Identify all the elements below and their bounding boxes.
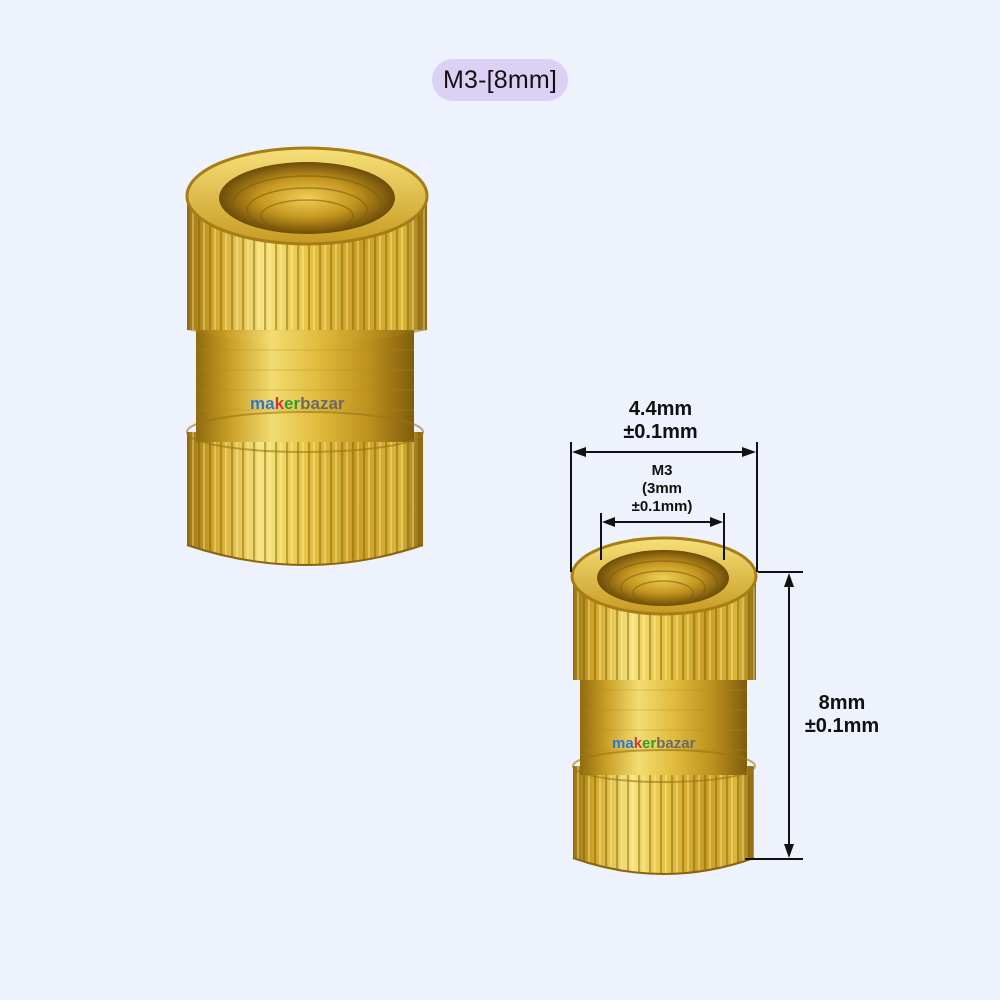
height-value: 8mm	[818, 692, 866, 714]
watermark-logo-small: makerbazar	[612, 735, 696, 752]
large-brass-insert: makerbazar	[185, 146, 429, 566]
dimension-lines	[570, 442, 803, 860]
inner-thread-size: (3mm	[641, 480, 682, 497]
watermark-logo-large: makerbazar	[250, 394, 345, 413]
small-brass-insert: makerbazar	[570, 536, 758, 875]
title-text: M3-[8mm]	[442, 65, 558, 94]
outer-diameter-value: 4.4mm	[628, 398, 693, 420]
inner-thread-label: M3 (3mm ±0.1mm)	[600, 462, 724, 516]
inner-thread-name: M3	[651, 462, 673, 479]
outer-diameter-label: 4.4mm ±0.1mm	[583, 398, 738, 444]
title-badge: M3-[8mm]	[432, 59, 568, 101]
height-tolerance: ±0.1mm	[804, 715, 880, 737]
inner-thread-tolerance: ±0.1mm)	[631, 498, 693, 515]
height-label: 8mm ±0.1mm	[792, 692, 892, 738]
outer-diameter-tolerance: ±0.1mm	[623, 421, 698, 443]
